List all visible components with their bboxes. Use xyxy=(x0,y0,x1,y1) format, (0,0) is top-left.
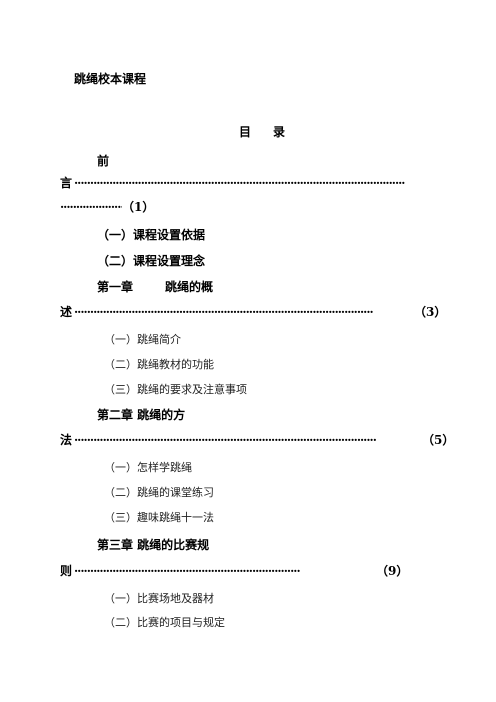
toc-preface-head: 前 xyxy=(97,154,110,168)
toc-ch3-item: （一）比赛场地及器材 xyxy=(104,592,214,605)
toc-leader-dots: ········································… xyxy=(74,305,374,319)
toc-ch1-label: 第一章 xyxy=(97,280,134,294)
toc-preface-page: （1） xyxy=(122,200,155,214)
toc-leader-dots: ········································… xyxy=(74,564,301,578)
toc-ch3-row: 则 ······································… xyxy=(60,562,440,580)
toc-preface-row: 言 ······································… xyxy=(60,174,440,192)
toc-ch3-item: （二）比赛的项目与规定 xyxy=(104,616,225,629)
toc-ch1-tail: 述 xyxy=(60,305,73,319)
toc-ch1-item: （二）跳绳教材的功能 xyxy=(104,358,214,371)
toc-ch3-page: （9） xyxy=(376,564,409,578)
toc-leader-dots: ········································… xyxy=(74,433,377,447)
toc-ch1-head: 第一章 跳绳的概 xyxy=(97,278,213,296)
toc-heading-left: 目 xyxy=(239,125,252,139)
document-title: 跳绳校本课程 xyxy=(74,72,147,86)
toc-ch2-tail: 法 xyxy=(60,433,73,447)
toc-heading-right: 录 xyxy=(273,125,286,139)
toc-ch3-tail: 则 xyxy=(60,564,73,578)
toc-ch2-item: （三）趣味跳绳十一法 xyxy=(104,511,214,524)
toc-leader-dots: ··························· xyxy=(60,200,122,214)
toc-ch1-row: 述 ······································… xyxy=(60,303,446,321)
toc-ch2-page: （5） xyxy=(422,433,455,447)
toc-leader-dots: ········································… xyxy=(74,176,405,190)
toc-preface-tail: 言 xyxy=(60,176,73,190)
toc-heading: 目录 xyxy=(239,123,285,141)
toc-ch1-page: （3） xyxy=(414,305,447,319)
toc-ch2-head: 第二章 跳绳的方 xyxy=(97,408,186,422)
toc-ch1-item: （三）跳绳的要求及注意事项 xyxy=(104,383,247,396)
toc-ch2-item: （一）怎样学跳绳 xyxy=(104,461,192,474)
toc-ch1-item: （一）跳绳简介 xyxy=(104,333,181,346)
toc-ch3-head: 第三章 跳绳的比赛规 xyxy=(97,538,210,552)
toc-basis: （一）课程设置依据 xyxy=(97,228,206,242)
toc-concept: （二）课程设置理念 xyxy=(97,254,206,268)
toc-ch2-row: 法 ······································… xyxy=(60,431,454,449)
toc-ch2-item: （二）跳绳的课堂练习 xyxy=(104,486,214,499)
toc-preface-row-2: ··························· （1） xyxy=(60,198,440,216)
toc-ch1-title: 跳绳的概 xyxy=(165,280,214,294)
